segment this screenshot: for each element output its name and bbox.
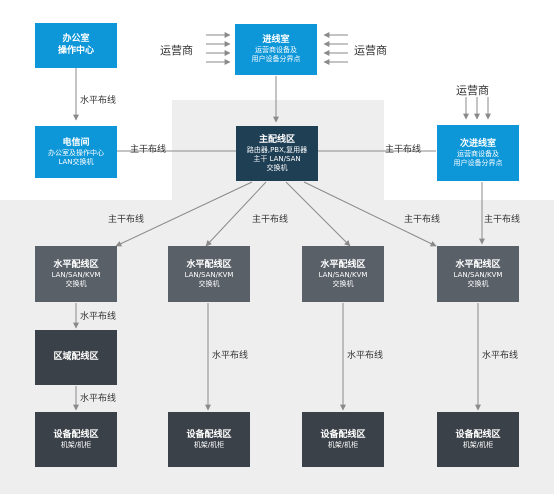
- link-main-hda-4: [303, 181, 437, 247]
- horizontal-label-zone: 水平布线: [80, 394, 117, 404]
- office-subtitle: 操作中心: [57, 45, 94, 56]
- telecom-sub1: 办公室及操作中心: [48, 148, 104, 157]
- main-sub3: 交换机: [266, 163, 288, 172]
- link-main-hda-1: [115, 181, 253, 247]
- eda-title: 设备配线区: [455, 429, 501, 440]
- hda-title: 水平配线区: [53, 259, 99, 270]
- horizontal-label-hda3: 水平布线: [347, 351, 384, 361]
- horizontal-label-hda1: 水平布线: [80, 312, 117, 322]
- backbone-label-hda2: 主干布线: [252, 215, 289, 225]
- hda-sub1: LAN/SAN/KVM: [51, 270, 101, 279]
- carrier-label-secondary: 运营商: [456, 84, 489, 97]
- office-node: 办公室 操作中心: [35, 23, 117, 68]
- zone-distribution-node: 区域配线区: [35, 330, 117, 385]
- eda-title: 设备配线区: [53, 429, 99, 440]
- eda-sub: 机架/机柜: [327, 440, 359, 449]
- hda-sub2: 交换机: [198, 279, 220, 288]
- telecom-sub2: LAN交换机: [58, 157, 94, 166]
- carrier-label-left: 运营商: [160, 44, 193, 57]
- office-title: 办公室: [62, 34, 90, 45]
- backbone-label-right: 主干布线: [385, 145, 422, 155]
- eda-sub: 机架/机柜: [462, 440, 494, 449]
- eda-title: 设备配线区: [320, 429, 366, 440]
- hda-sub1: LAN/SAN/KVM: [453, 270, 503, 279]
- secondary-entrance-node: 次进线室 运营商设备及 用户设备分界点: [437, 125, 519, 181]
- carrier-label-right: 运营商: [354, 44, 387, 57]
- hda-sub1: LAN/SAN/KVM: [184, 270, 234, 279]
- hda-node-3: 水平配线区 LAN/SAN/KVM 交换机: [302, 246, 384, 302]
- hda-title: 水平配线区: [320, 259, 366, 270]
- secondary-sub2: 用户设备分界点: [453, 158, 503, 167]
- hda-sub2: 交换机: [332, 279, 354, 288]
- eda-sub: 机架/机柜: [60, 440, 92, 449]
- entrance-room-node: 进线室 运营商设备及 用户设备分界点: [235, 24, 317, 75]
- hda-node-1: 水平配线区 LAN/SAN/KVM 交换机: [35, 246, 117, 302]
- main-sub1: 路由器,PBX,复用器: [246, 146, 308, 154]
- link-main-hda-3: [285, 181, 351, 247]
- backbone-label-secondary: 主干布线: [484, 215, 521, 225]
- eda-node-3: 设备配线区 机架/机柜: [302, 412, 384, 467]
- horizontal-label-hda2: 水平布线: [212, 351, 249, 361]
- link-main-hda-2: [205, 181, 267, 247]
- telecom-room-node: 电信间 办公室及操作中心 LAN交换机: [35, 126, 117, 178]
- main-distribution-node: 主配线区 路由器,PBX,复用器 主干 LAN/SAN 交换机: [236, 126, 318, 181]
- hda-title: 水平配线区: [186, 259, 232, 270]
- backbone-label-left: 主干布线: [130, 145, 167, 155]
- backbone-label-hda4: 主干布线: [404, 215, 441, 225]
- secondary-sub1: 运营商设备及: [457, 149, 499, 158]
- main-sub2: 主干 LAN/SAN: [253, 154, 301, 163]
- telecom-title: 电信间: [62, 137, 90, 148]
- hda-node-2: 水平配线区 LAN/SAN/KVM 交换机: [168, 246, 250, 302]
- entrance-sub2: 用户设备分界点: [251, 55, 301, 64]
- eda-sub: 机架/机柜: [193, 440, 225, 449]
- eda-node-1: 设备配线区 机架/机柜: [35, 412, 117, 467]
- hda-sub2: 交换机: [467, 279, 489, 288]
- hda-sub2: 交换机: [65, 279, 87, 288]
- hda-node-4: 水平配线区 LAN/SAN/KVM 交换机: [437, 246, 519, 302]
- backbone-label-hda1: 主干布线: [108, 215, 145, 225]
- horizontal-label-office: 水平布线: [80, 96, 117, 106]
- entrance-title: 进线室: [262, 35, 290, 46]
- entrance-sub1: 运营商设备及: [255, 46, 297, 55]
- eda-title: 设备配线区: [186, 429, 232, 440]
- hda-sub1: LAN/SAN/KVM: [318, 270, 368, 279]
- hda-title: 水平配线区: [455, 259, 501, 270]
- eda-node-2: 设备配线区 机架/机柜: [168, 412, 250, 467]
- horizontal-label-hda4: 水平布线: [482, 351, 519, 361]
- eda-node-4: 设备配线区 机架/机柜: [437, 412, 519, 467]
- secondary-title: 次进线室: [459, 138, 496, 149]
- main-title: 主配线区: [258, 134, 295, 145]
- zone-title: 区域配线区: [53, 351, 99, 362]
